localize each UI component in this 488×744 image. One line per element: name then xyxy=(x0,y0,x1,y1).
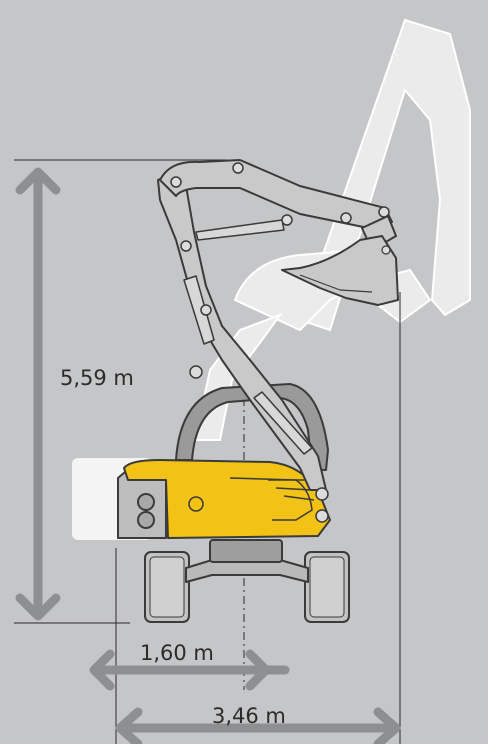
undercarriage xyxy=(185,559,309,583)
overall-width-dimension-label: 3,46 m xyxy=(212,704,286,728)
track-width-arrow xyxy=(89,649,290,691)
height-dimension-label: 5,59 m xyxy=(60,366,134,390)
cab-frame xyxy=(175,383,329,471)
left-wheel xyxy=(144,551,190,623)
slewing-ring xyxy=(209,539,283,563)
height-arrow xyxy=(15,167,61,621)
track-width-dimension-label: 1,60 m xyxy=(140,641,214,665)
bucket xyxy=(281,235,399,306)
dimension-reference-lines xyxy=(14,159,401,744)
arm-cylinder xyxy=(195,219,285,241)
right-wheel xyxy=(304,551,350,623)
excavator-front-view xyxy=(72,159,399,623)
overall-width-arrow xyxy=(115,707,401,744)
boom-cylinder xyxy=(183,275,215,345)
